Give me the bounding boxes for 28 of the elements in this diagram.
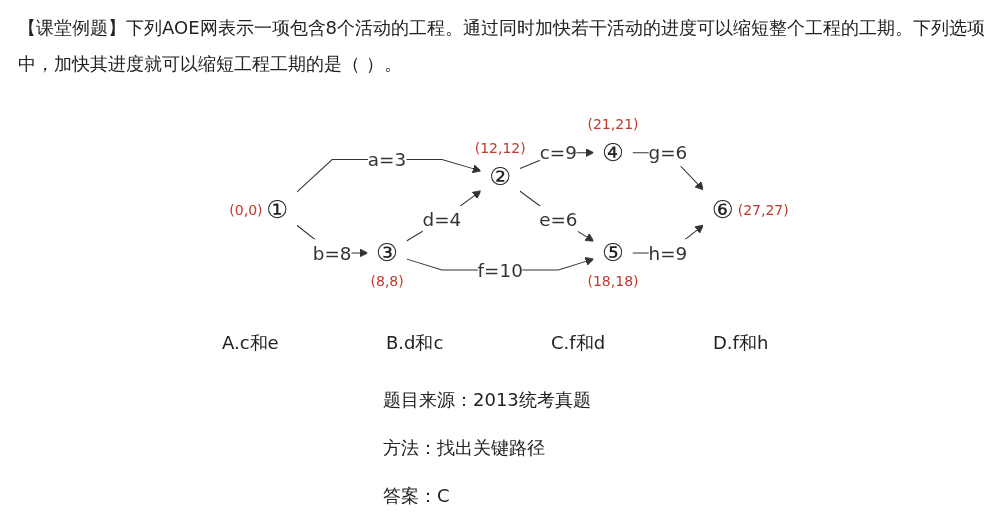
node-text: ② [489,162,512,191]
answer-option: B.d和c [386,330,444,356]
edge-label: h=9 [648,242,688,264]
question-text: 【课堂例题】下列AOE网表示一项包含8个活动的工程。通过同时加快若干活动的进度可以缩短整个工程的工期。下列选项中，加快其进度就可以缩短工程工期的是（ ）。 [18,16,986,76]
time-annotation: (27,27) [737,202,789,219]
edge-label: c=9 [539,141,577,164]
time-annotation: (12,12) [474,140,526,157]
time-annotation: (0,0) [229,202,263,219]
answer-option: D.f和h [713,330,769,356]
time-annotation: (21,21) [587,116,639,133]
edge-label: b=8 [312,242,352,264]
note-text: 题目来源：2013统考真题 [383,388,591,412]
note-text: 答案：C [383,484,450,508]
edge-label: a=3 [367,148,407,171]
edge-label: f=10 [477,259,523,281]
answer-option: A.c和e [222,330,279,356]
node-text: ③ [376,238,398,268]
time-annotation: (18,18) [587,273,639,290]
note-text: 方法：找出关键路径 [383,436,545,460]
edge-label: g=6 [648,141,688,164]
node-text: ⑥ [711,195,734,225]
answer-option: C.f和d [551,330,606,356]
time-annotation: (8,8) [370,273,404,290]
edge-label: d=4 [422,208,462,231]
node-text: ④ [602,138,624,167]
node-text: ⑤ [602,238,624,268]
edge-label: e=6 [539,208,578,231]
node-text: ① [266,195,289,225]
